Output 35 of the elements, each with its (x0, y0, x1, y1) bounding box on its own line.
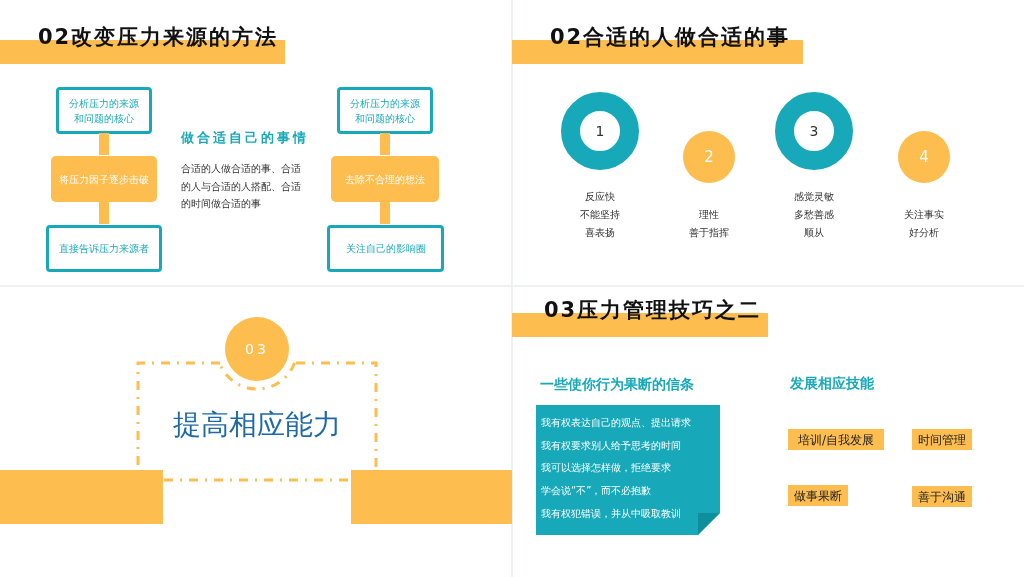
belief-text: 学会说“不”，而不必抱歉 (541, 484, 652, 499)
skill-tag: 培训/自我发展 (788, 429, 884, 450)
flow-arrow (99, 202, 109, 224)
trait-text: 关注事实 (903, 208, 945, 222)
trait-text: 理性 (698, 208, 720, 222)
dashed-frame: 提高相应能力 (138, 363, 376, 480)
trait-text: 多愁善感 (793, 208, 835, 222)
skill-tag: 做事果断 (788, 485, 848, 506)
process-box: 分析压力的来源和问题的核心 (337, 87, 433, 134)
trait-text: 反应快 (584, 190, 616, 204)
skill-tag: 时间管理 (912, 429, 972, 450)
section-heading: 做合适自己的事情 (181, 130, 310, 147)
process-box: 去除不合理的想法 (331, 156, 439, 202)
flow-arrow (380, 133, 390, 155)
note-card (536, 405, 720, 535)
process-box: 直接告诉压力来源者 (46, 225, 162, 272)
trait-text: 好分析 (908, 226, 940, 240)
trait-text: 感觉灵敏 (793, 190, 835, 204)
flow-arrow (99, 133, 109, 155)
belief-text: 我有权表达自己的观点、提出请求 (541, 415, 691, 430)
trait-text: 善于指挥 (688, 226, 730, 240)
belief-text: 我有权犯错误，并从中吸取教训 (541, 507, 681, 522)
belief-text: 我有权要求别人给予思考的时间 (541, 438, 681, 453)
skill-tag: 善于沟通 (912, 486, 972, 507)
section-heading: 一些使你行为果断的信条 (540, 375, 695, 394)
trait-text: 不能坚持 (579, 208, 621, 222)
trait-text: 喜表扬 (584, 226, 616, 240)
section-heading: 发展相应技能 (790, 374, 875, 393)
flow-arrow (380, 202, 390, 224)
process-box: 将压力因子逐步击破 (51, 156, 157, 202)
description-text: 合适的人做合适的事、合适的人与合适的人搭配、合适的时间做合适的事 (181, 162, 302, 211)
process-box: 关注自己的影响圈 (327, 225, 444, 272)
process-box: 分析压力的来源和问题的核心 (56, 87, 152, 134)
belief-text: 我可以选择怎样做，拒绝要求 (541, 461, 671, 476)
trait-text: 顺从 (803, 226, 825, 240)
